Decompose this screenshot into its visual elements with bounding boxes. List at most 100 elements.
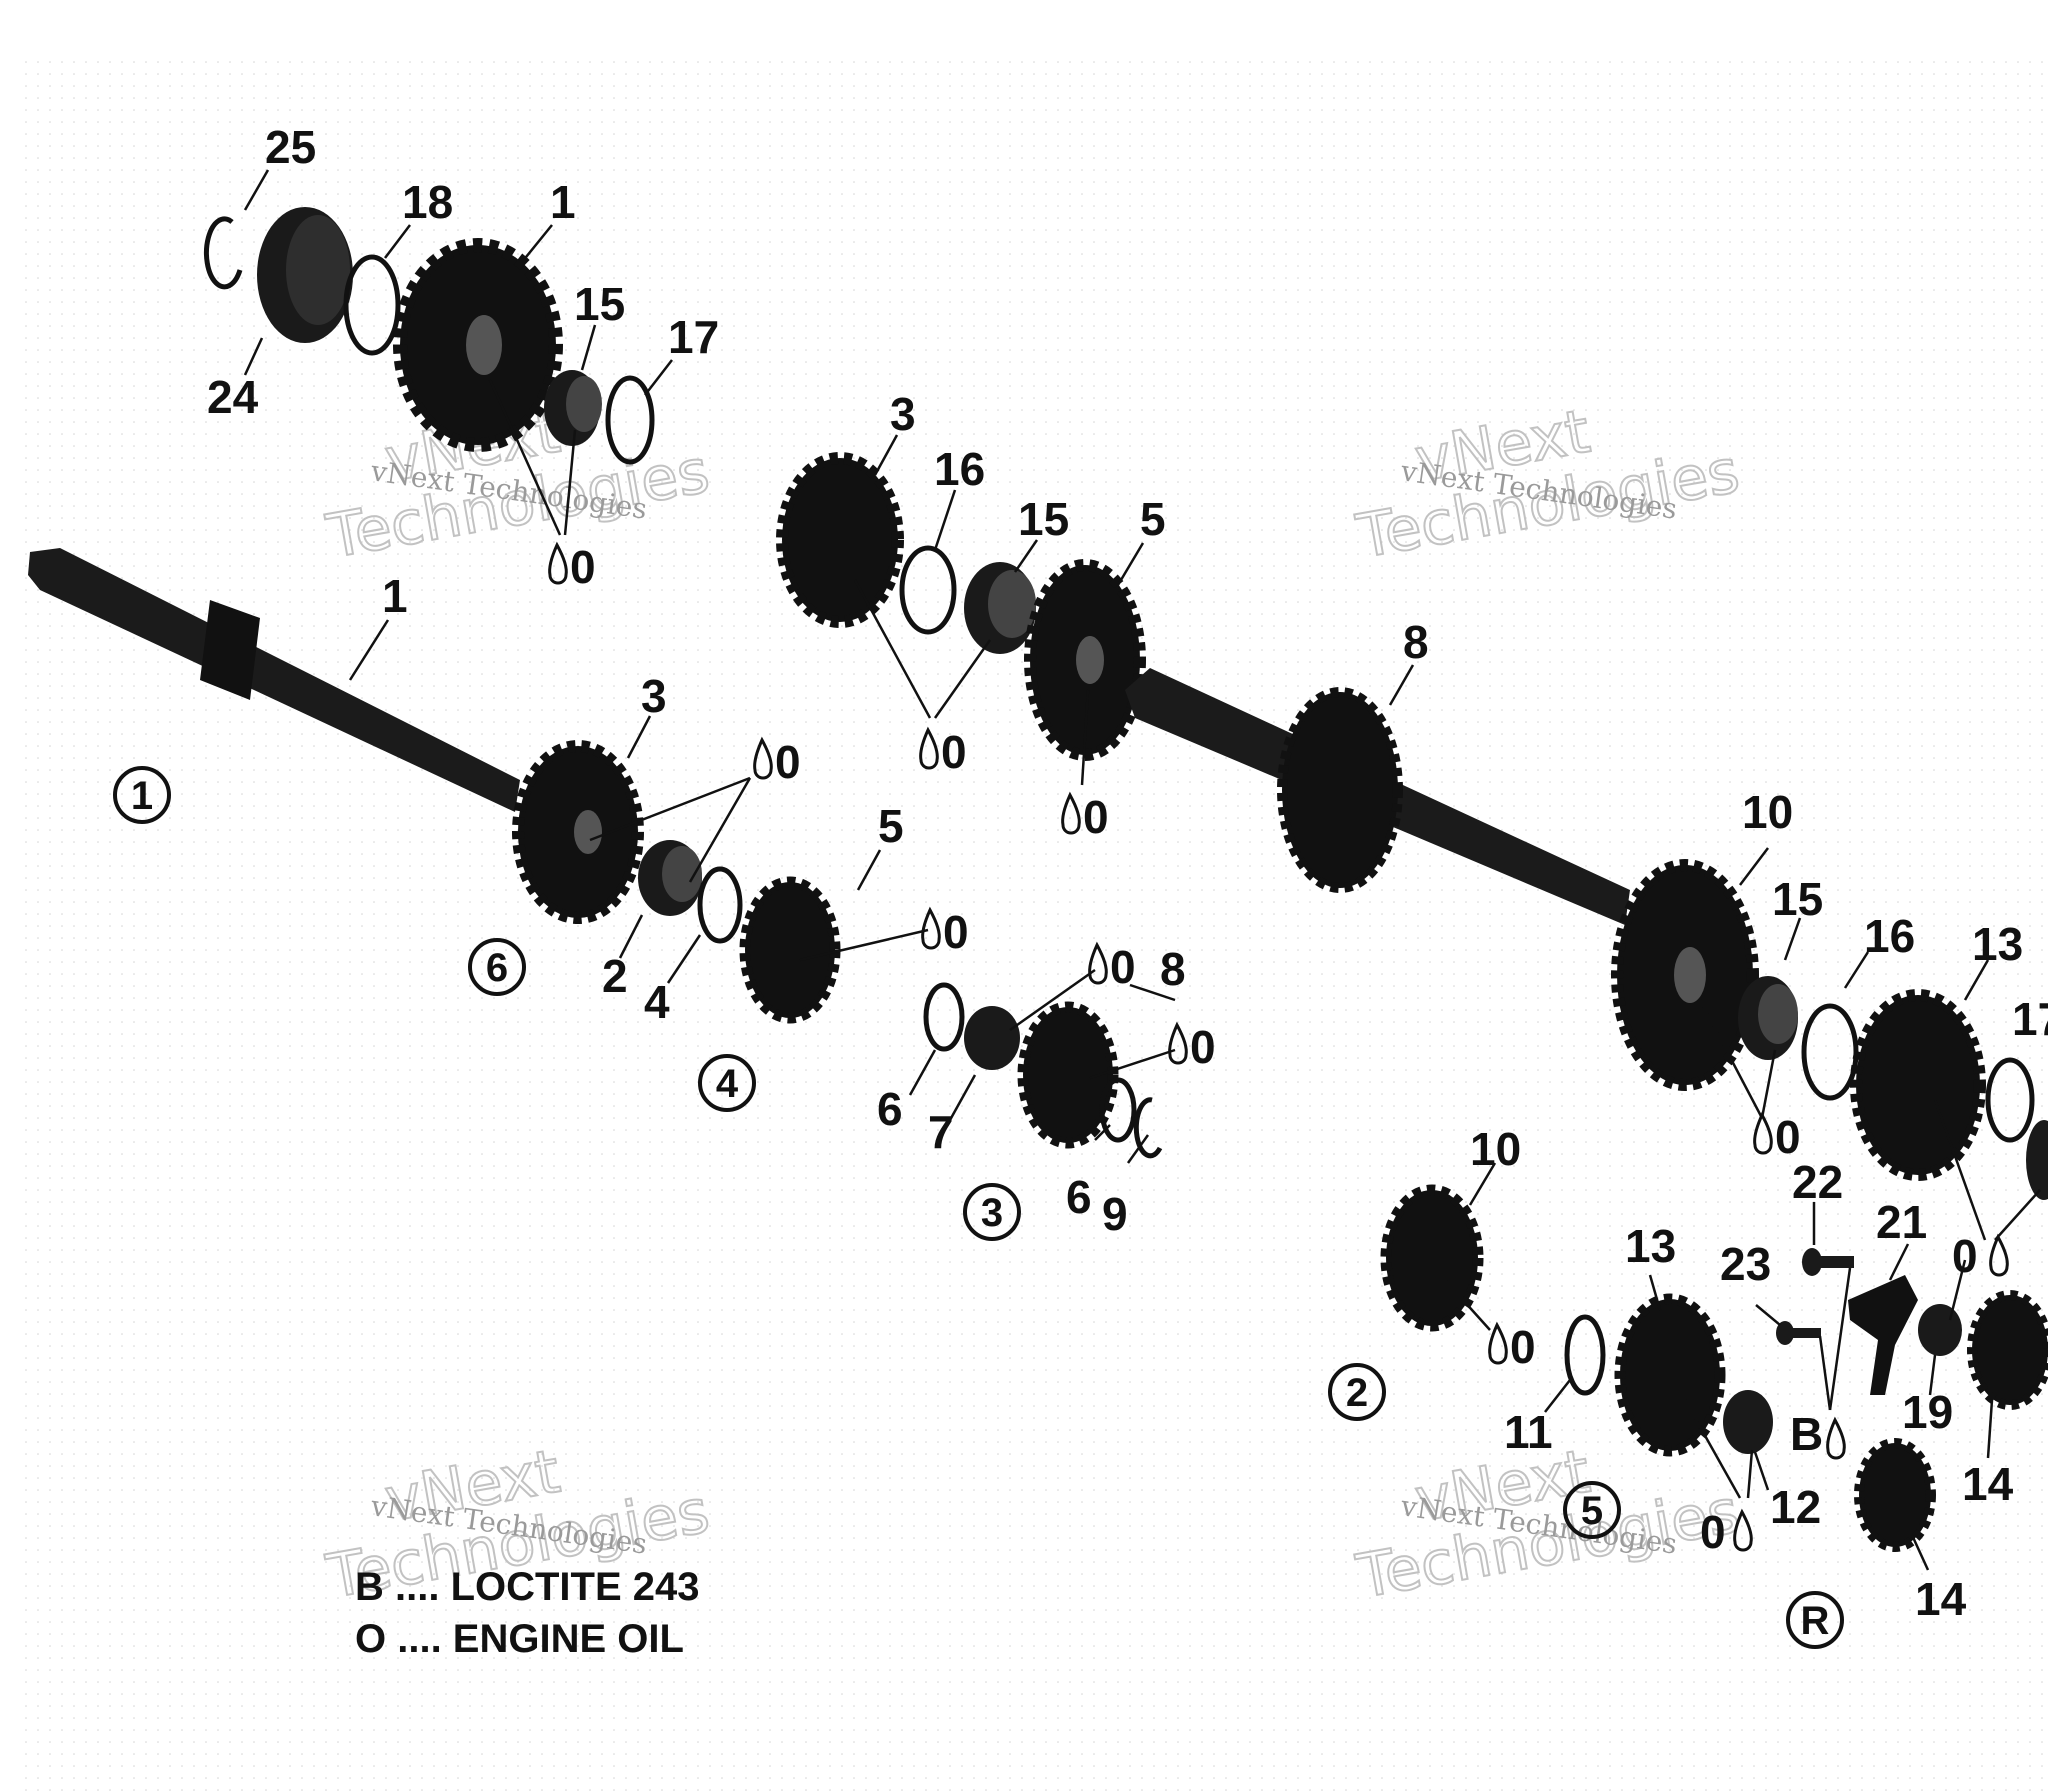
oil-drop-icon bbox=[921, 906, 941, 950]
gear-part-13-lower bbox=[1614, 1293, 1726, 1457]
callout-6-right: 6 bbox=[1066, 1171, 1092, 1223]
callout-8-lower: 8 bbox=[1160, 943, 1186, 995]
gear-position-3: 3 bbox=[963, 1183, 1021, 1241]
gear-position-1: 1 bbox=[113, 766, 171, 824]
oil-drop-markers: 0 0 0 0 0 0 0 0 0 bbox=[548, 541, 2009, 1558]
svg-text:6: 6 bbox=[486, 946, 508, 990]
callout-3-lower: 3 bbox=[641, 670, 667, 722]
ring-part-11 bbox=[1564, 1314, 1606, 1396]
callout-22: 22 bbox=[1792, 1156, 1843, 1208]
oil-drop-icon bbox=[1088, 941, 1108, 985]
callout-5-lower: 5 bbox=[878, 800, 904, 852]
callout-17-right: 17 bbox=[2012, 993, 2048, 1045]
callout-15-right: 15 bbox=[1772, 873, 1823, 925]
callout-8-shaft: 8 bbox=[1403, 616, 1429, 668]
circlip-part-9 bbox=[1133, 1097, 1163, 1159]
callout-15-middle: 15 bbox=[1018, 493, 1069, 545]
svg-text:0: 0 bbox=[775, 736, 801, 788]
svg-text:4: 4 bbox=[716, 1062, 739, 1106]
watermark-top-right: vNext Technologies bbox=[1350, 396, 1745, 574]
oil-drop-icon bbox=[1989, 1233, 2009, 1277]
oil-drop-icon bbox=[753, 736, 773, 780]
oil-drop-icon bbox=[1733, 1508, 1753, 1552]
callout-1-shaft: 1 bbox=[382, 570, 408, 622]
ring-part-18 bbox=[343, 254, 401, 356]
callout-5-top: 5 bbox=[1140, 493, 1166, 545]
callout-10-right: 10 bbox=[1742, 786, 1793, 838]
svg-text:0: 0 bbox=[1775, 1111, 1801, 1163]
callout-6-left: 6 bbox=[877, 1083, 903, 1135]
svg-text:0: 0 bbox=[570, 541, 596, 593]
legend-loctite: B .... LOCTITE 243 bbox=[355, 1565, 700, 1609]
callout-2: 2 bbox=[602, 950, 628, 1002]
gear-position-reverse: R bbox=[1786, 1591, 1844, 1649]
ring-part-4 bbox=[697, 866, 743, 944]
oil-marker-5: 0 bbox=[921, 906, 969, 958]
gear-part-1-top bbox=[393, 238, 563, 452]
svg-text:2: 2 bbox=[1346, 1371, 1368, 1415]
svg-text:1: 1 bbox=[131, 774, 153, 818]
oil-marker-7: 0 bbox=[1168, 1021, 1216, 1073]
callout-13-right: 13 bbox=[1972, 918, 2023, 970]
callout-13-lower: 13 bbox=[1625, 1220, 1676, 1272]
gear-part-14-right bbox=[1967, 1290, 2048, 1410]
gear-part-10-lower bbox=[1380, 1184, 1484, 1332]
oil-drop-icon bbox=[1488, 1321, 1508, 1365]
svg-text:R: R bbox=[1801, 1599, 1830, 1643]
bearing-part-15-right bbox=[1738, 976, 1798, 1060]
bearing-part-7 bbox=[964, 1006, 1020, 1070]
callout-21: 21 bbox=[1876, 1196, 1927, 1248]
input-shaft-part-1 bbox=[28, 548, 520, 812]
oil-marker-4: 0 bbox=[753, 736, 801, 788]
gear-position-4: 4 bbox=[698, 1054, 756, 1112]
oil-drop-icon bbox=[1753, 1111, 1773, 1155]
bearing-part-24 bbox=[257, 207, 353, 343]
svg-text:0: 0 bbox=[1510, 1321, 1536, 1373]
ring-part-16-middle bbox=[899, 545, 957, 635]
gear-part-10-right bbox=[1611, 859, 1759, 1091]
legend-engine-oil: O .... ENGINE OIL bbox=[355, 1617, 684, 1661]
gear-position-2: 2 bbox=[1328, 1363, 1386, 1421]
oil-drop-icon bbox=[1826, 1416, 1846, 1460]
svg-text:0: 0 bbox=[1700, 1506, 1726, 1558]
svg-text:3: 3 bbox=[981, 1191, 1003, 1235]
gear-part-3-middle bbox=[776, 452, 904, 628]
circlip-part-25 bbox=[203, 216, 243, 290]
ring-part-6-left bbox=[923, 982, 965, 1052]
oil-drop-icon bbox=[1061, 791, 1081, 835]
callout-11: 11 bbox=[1504, 1406, 1553, 1458]
callout-12: 12 bbox=[1770, 1481, 1821, 1533]
legend: B .... LOCTITE 243 O .... ENGINE OIL bbox=[355, 1565, 700, 1661]
callout-labels: 25 18 1 15 17 24 1 3 16 15 5 8 3 5 2 4 1… bbox=[207, 121, 2048, 1625]
oil-marker-1: 0 bbox=[548, 541, 596, 593]
bearing-part-2 bbox=[638, 840, 702, 916]
callout-b-loctite: B bbox=[1790, 1408, 1823, 1460]
ring-part-6-right bbox=[1099, 1077, 1137, 1143]
output-shaft-part-8 bbox=[1125, 668, 1630, 925]
svg-text:0: 0 bbox=[943, 906, 969, 958]
oil-marker-2: 0 bbox=[919, 726, 967, 778]
gear-position-markers: 1 6 4 3 2 5 R bbox=[113, 766, 1844, 1649]
callout-3-middle: 3 bbox=[890, 388, 916, 440]
bearing-part-12 bbox=[1723, 1390, 1773, 1454]
svg-text:0: 0 bbox=[1952, 1230, 1978, 1282]
ring-part-17-top bbox=[605, 375, 655, 465]
callout-15-top: 15 bbox=[574, 278, 625, 330]
callout-25: 25 bbox=[265, 121, 316, 173]
callout-19: 19 bbox=[1902, 1386, 1953, 1438]
oil-drop-icon bbox=[919, 726, 939, 770]
svg-text:0: 0 bbox=[1083, 791, 1109, 843]
gear-position-6: 6 bbox=[468, 938, 526, 996]
gear-part-3-lower bbox=[512, 740, 644, 924]
callout-9: 9 bbox=[1102, 1188, 1128, 1240]
gear-part-13-right bbox=[1850, 989, 1986, 1181]
svg-text:0: 0 bbox=[941, 726, 967, 778]
oil-marker-6: 0 bbox=[1088, 941, 1136, 993]
callout-4: 4 bbox=[644, 976, 670, 1028]
gear-position-5: 5 bbox=[1563, 1481, 1621, 1539]
gear-part-14-lower bbox=[1854, 1438, 1936, 1552]
oil-marker-3: 0 bbox=[1061, 791, 1109, 843]
callout-1-top: 1 bbox=[550, 176, 576, 228]
